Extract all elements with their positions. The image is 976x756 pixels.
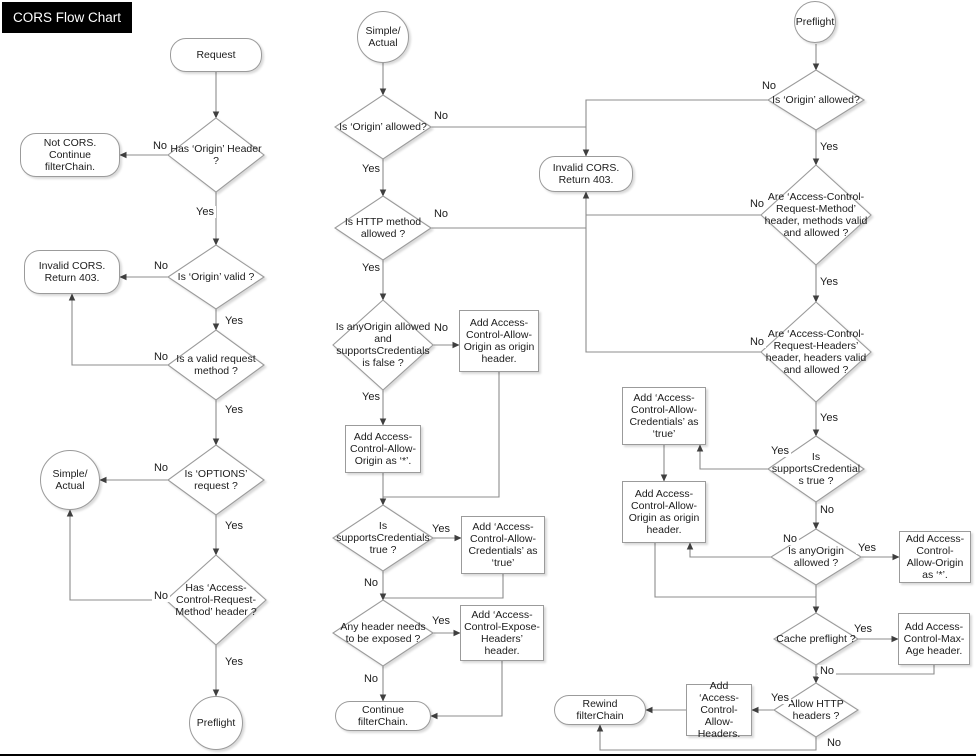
edge-label-yes: Yes: [769, 692, 791, 704]
process-add-acac-right: Add ‘Access-Control-Allow-Credentials’ a…: [622, 387, 706, 445]
decision-supportscred-true-right: Is supportsCredentials true ?: [768, 436, 864, 502]
terminator-continue-filterchain: Continue filterChain.: [335, 701, 431, 731]
connector: [66, 509, 166, 601]
connector: [383, 574, 504, 599]
edge-label-no: No: [747, 198, 767, 210]
circle-preflight-left: Preflight: [189, 696, 243, 750]
terminator-rewind-filterchain: Rewind filterChain: [554, 695, 646, 725]
diamond-shape: [333, 300, 433, 390]
process-add-acao-star-mid: Add Access-Control-Allow-Origin as ‘*’.: [345, 425, 421, 473]
edge-label-no: No: [151, 351, 171, 363]
decision-origin-allowed-mid: Is ‘Origin’ allowed?: [335, 95, 431, 159]
circle-preflight-right: Preflight: [794, 1, 836, 43]
edge-label-no: No: [759, 80, 779, 92]
edge-label-no: No: [431, 208, 451, 220]
edge-label-no: No: [151, 260, 171, 272]
connector: [696, 444, 768, 470]
edge-label-no: No: [150, 140, 170, 152]
decision-anyorigin-supportscred-false: Is anyOrigin allowed and supportsCredent…: [333, 300, 433, 390]
decision-has-acr-method-header: Has ‘Access-Control-Request-Method’ head…: [166, 555, 266, 645]
edge-label-yes: Yes: [223, 315, 245, 327]
process-add-acac-mid: Add ‘Access-Control-Allow-Credentials’ a…: [461, 516, 545, 574]
diamond-shape: [761, 165, 871, 265]
edge-label-yes: Yes: [818, 412, 840, 424]
edge-label-no: No: [361, 673, 381, 685]
diamond-shape: [168, 330, 264, 400]
edge-label-yes: Yes: [856, 542, 878, 554]
edge-label-yes: Yes: [223, 656, 245, 668]
edge-label-yes: Yes: [360, 262, 382, 274]
edge-label-yes: Yes: [223, 520, 245, 532]
terminator-invalid-cors-mid: Invalid CORS. Return 403.: [539, 156, 633, 192]
edge-label-yes: Yes: [430, 615, 452, 627]
circle-simple-actual-left: Simple/ Actual: [40, 450, 100, 510]
diamond-shape: [333, 505, 433, 571]
diamond-shape: [168, 445, 264, 515]
edge-label-no: No: [747, 336, 767, 348]
edge-label-no: No: [817, 665, 837, 677]
decision-has-origin-header: Has ‘Origin’ Header ?: [168, 118, 264, 192]
diamond-shape: [168, 118, 264, 192]
process-add-acao-origin-right: Add Access-Control-Allow-Origin as origi…: [622, 481, 706, 543]
decision-http-method-allowed: Is HTTP method allowed ?: [335, 196, 431, 260]
process-add-expose-headers: Add ‘Access-Control-Expose-Headers’ head…: [460, 605, 544, 661]
process-add-acao-star-right: Add Access-Control-Allow-Origin as ‘*’.: [899, 531, 971, 583]
edge-label-no: No: [361, 577, 381, 589]
process-add-allow-headers: Add ‘Access-Control-Allow-Headers.: [686, 680, 752, 740]
connector: [430, 661, 503, 720]
diamond-shape: [335, 95, 431, 159]
decision-origin-valid: Is ‘Origin’ valid ?: [168, 245, 264, 309]
diamond-shape: [168, 245, 264, 309]
edge-label-yes: Yes: [194, 206, 216, 218]
connector: [654, 543, 816, 598]
diamond-shape: [768, 436, 864, 502]
edge-label-yes: Yes: [818, 276, 840, 288]
decision-supportscred-true-mid: Is supportsCredentials true ?: [333, 505, 433, 571]
diamond-shape: [335, 196, 431, 260]
circle-simple-actual-mid: Simple/ Actual: [357, 11, 409, 63]
diamond-shape: [761, 302, 871, 402]
terminator-not-cors: Not CORS. Continue filterChain.: [20, 133, 120, 177]
terminator-invalid-cors-left: Invalid CORS. Return 403.: [24, 250, 120, 294]
diamond-shape: [166, 555, 266, 645]
connector: [686, 542, 771, 558]
edge-label-no: No: [431, 322, 451, 334]
chart-title: CORS Flow Chart: [2, 2, 133, 33]
edge-label-no: No: [817, 504, 837, 516]
connector: [383, 372, 500, 498]
edge-label-no: No: [780, 533, 800, 545]
diamond-shape: [333, 600, 433, 666]
process-add-acao-origin-mid: Add Access-Control-Allow-Origin as origi…: [459, 310, 539, 372]
edge-label-yes: Yes: [852, 623, 874, 635]
decision-allow-http-headers: Allow HTTP headers ?: [774, 683, 858, 737]
edge-label-no: No: [431, 110, 451, 122]
terminator-request: Request: [170, 38, 262, 72]
edge-label-yes: Yes: [223, 404, 245, 416]
process-add-max-age: Add Access-Control-Max-Age header.: [898, 613, 970, 665]
connector: [596, 724, 817, 751]
diamond-shape: [774, 613, 858, 665]
edge-label-yes: Yes: [769, 445, 791, 457]
edge-label-yes: Yes: [430, 523, 452, 535]
decision-acr-headers-valid-allowed: Are ‘Access-Control-Request-Headers’ hea…: [761, 302, 871, 402]
edge-label-no: No: [151, 462, 171, 474]
decision-acr-method-valid-allowed: Are ‘Access-Control-Request-Method’ head…: [761, 165, 871, 265]
diamond-shape: [768, 70, 864, 130]
connector: [582, 191, 761, 353]
edge-label-yes: Yes: [818, 141, 840, 153]
decision-valid-request-method: Is a valid request method ?: [168, 330, 264, 400]
decision-cache-preflight: Cache preflight ?: [774, 613, 858, 665]
edge-label-yes: Yes: [360, 163, 382, 175]
edge-label-no: No: [824, 737, 844, 749]
decision-any-header-exposed: Any header needs to be exposed ?: [333, 600, 433, 666]
connector: [582, 99, 768, 157]
edge-label-yes: Yes: [360, 391, 382, 403]
connector: [68, 293, 168, 366]
decision-options-request: Is ‘OPTIONS’ request ?: [168, 445, 264, 515]
decision-origin-allowed-right: Is ‘Origin’ allowed?: [768, 70, 864, 130]
edge-label-no: No: [151, 590, 171, 602]
connector: [816, 665, 935, 675]
